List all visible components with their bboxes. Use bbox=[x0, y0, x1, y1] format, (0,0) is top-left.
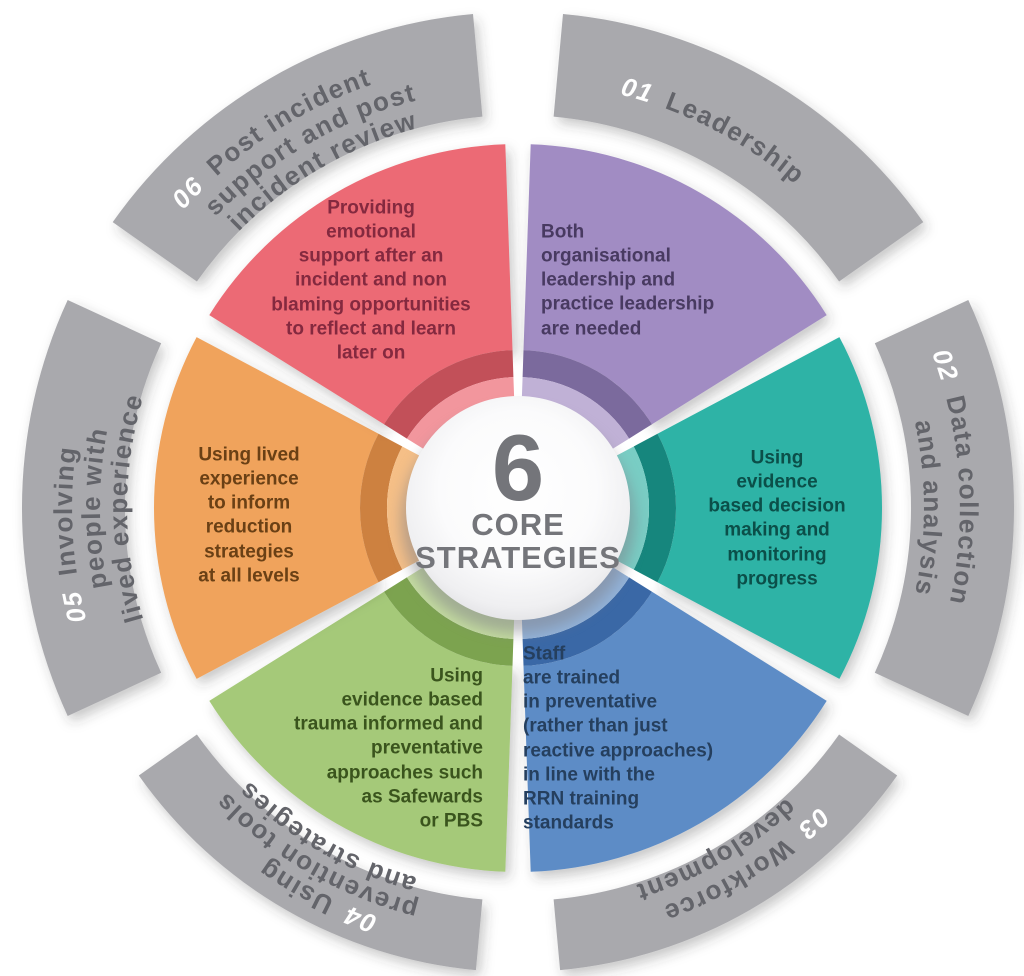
inner-arc-dark-involving-people-with-lived-experience bbox=[359, 433, 403, 583]
center-number: 6 bbox=[492, 415, 544, 520]
center-circle bbox=[406, 396, 630, 620]
ring-title-involving-people-with-lived-experience: Involving bbox=[48, 444, 81, 577]
ring-segment-post-incident-support-and-review bbox=[112, 14, 483, 282]
wedge-post-incident-support-and-review bbox=[209, 144, 513, 425]
wedge-layer bbox=[153, 144, 883, 872]
inner-arc-dark-workforce-development bbox=[522, 577, 652, 666]
ring-label-involving-people-with-lived-experience-line2: people with bbox=[76, 425, 113, 592]
wedge-involving-people-with-lived-experience bbox=[153, 337, 379, 679]
ring-segment-data-collection-and-analysis bbox=[874, 300, 1015, 716]
center-title-line1: CORE bbox=[471, 507, 565, 542]
ring-segment-involving-people-with-lived-experience bbox=[21, 300, 162, 716]
wedge-using-prevention-tools-and-strategies bbox=[209, 591, 513, 872]
ring-segment-using-prevention-tools-and-strategies bbox=[138, 734, 483, 971]
center-hub: 6 CORE STRATEGIES bbox=[401, 396, 635, 633]
wedge-workforce-development bbox=[523, 591, 827, 872]
inner-arc-dark-using-prevention-tools-and-strategies bbox=[384, 577, 514, 666]
outer-ring-layer bbox=[21, 14, 1015, 971]
inner-arc-dark-data-collection-and-analysis bbox=[633, 433, 677, 583]
ring-segment-leadership bbox=[553, 14, 924, 282]
ring-segment-workforce-development bbox=[553, 734, 898, 971]
center-title-line2: STRATEGIES bbox=[415, 540, 621, 575]
inner-arc-dark-leadership bbox=[522, 350, 652, 439]
ring-title-involving-people-with-lived-experience-cont: people with bbox=[76, 425, 112, 592]
inner-arc-dark-post-incident-support-and-review bbox=[384, 350, 514, 439]
wedge-leadership bbox=[523, 144, 827, 425]
wedge-data-collection-and-analysis bbox=[657, 337, 883, 679]
